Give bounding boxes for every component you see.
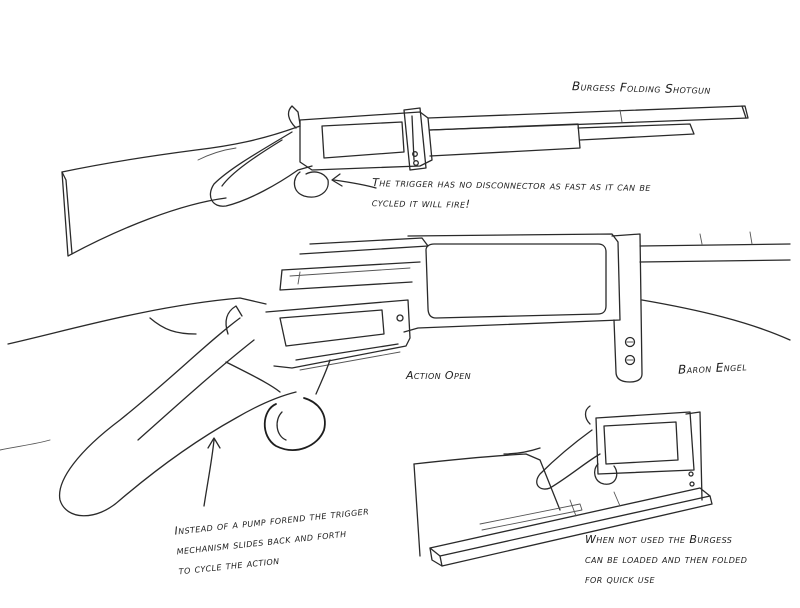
fold-note-line-2: can be loaded and then folded [585,553,748,566]
fold-note-line-1: When not used the Burgess [585,533,733,546]
action-open-label: Action Open [406,369,472,382]
middle-action-open-drawing [0,231,791,517]
hand-drawn-arrow-icon [207,437,221,449]
hand-drawn-arrow-icon [331,173,343,187]
fold-note-line-3: for quick use [585,573,655,586]
trigger-note: The trigger has no disconnector as fast … [372,173,703,219]
sketch-title: Burgess Folding Shotgun [571,79,711,97]
top-shotgun-drawing [61,105,749,257]
artist-signature: Baron Engel [677,359,748,377]
arrow-pump-line [203,439,215,507]
fold-note: When not used the Burgess can be loaded … [585,530,785,590]
bottom-folded-drawing [413,405,713,567]
arrow-trigger-line [333,179,377,189]
